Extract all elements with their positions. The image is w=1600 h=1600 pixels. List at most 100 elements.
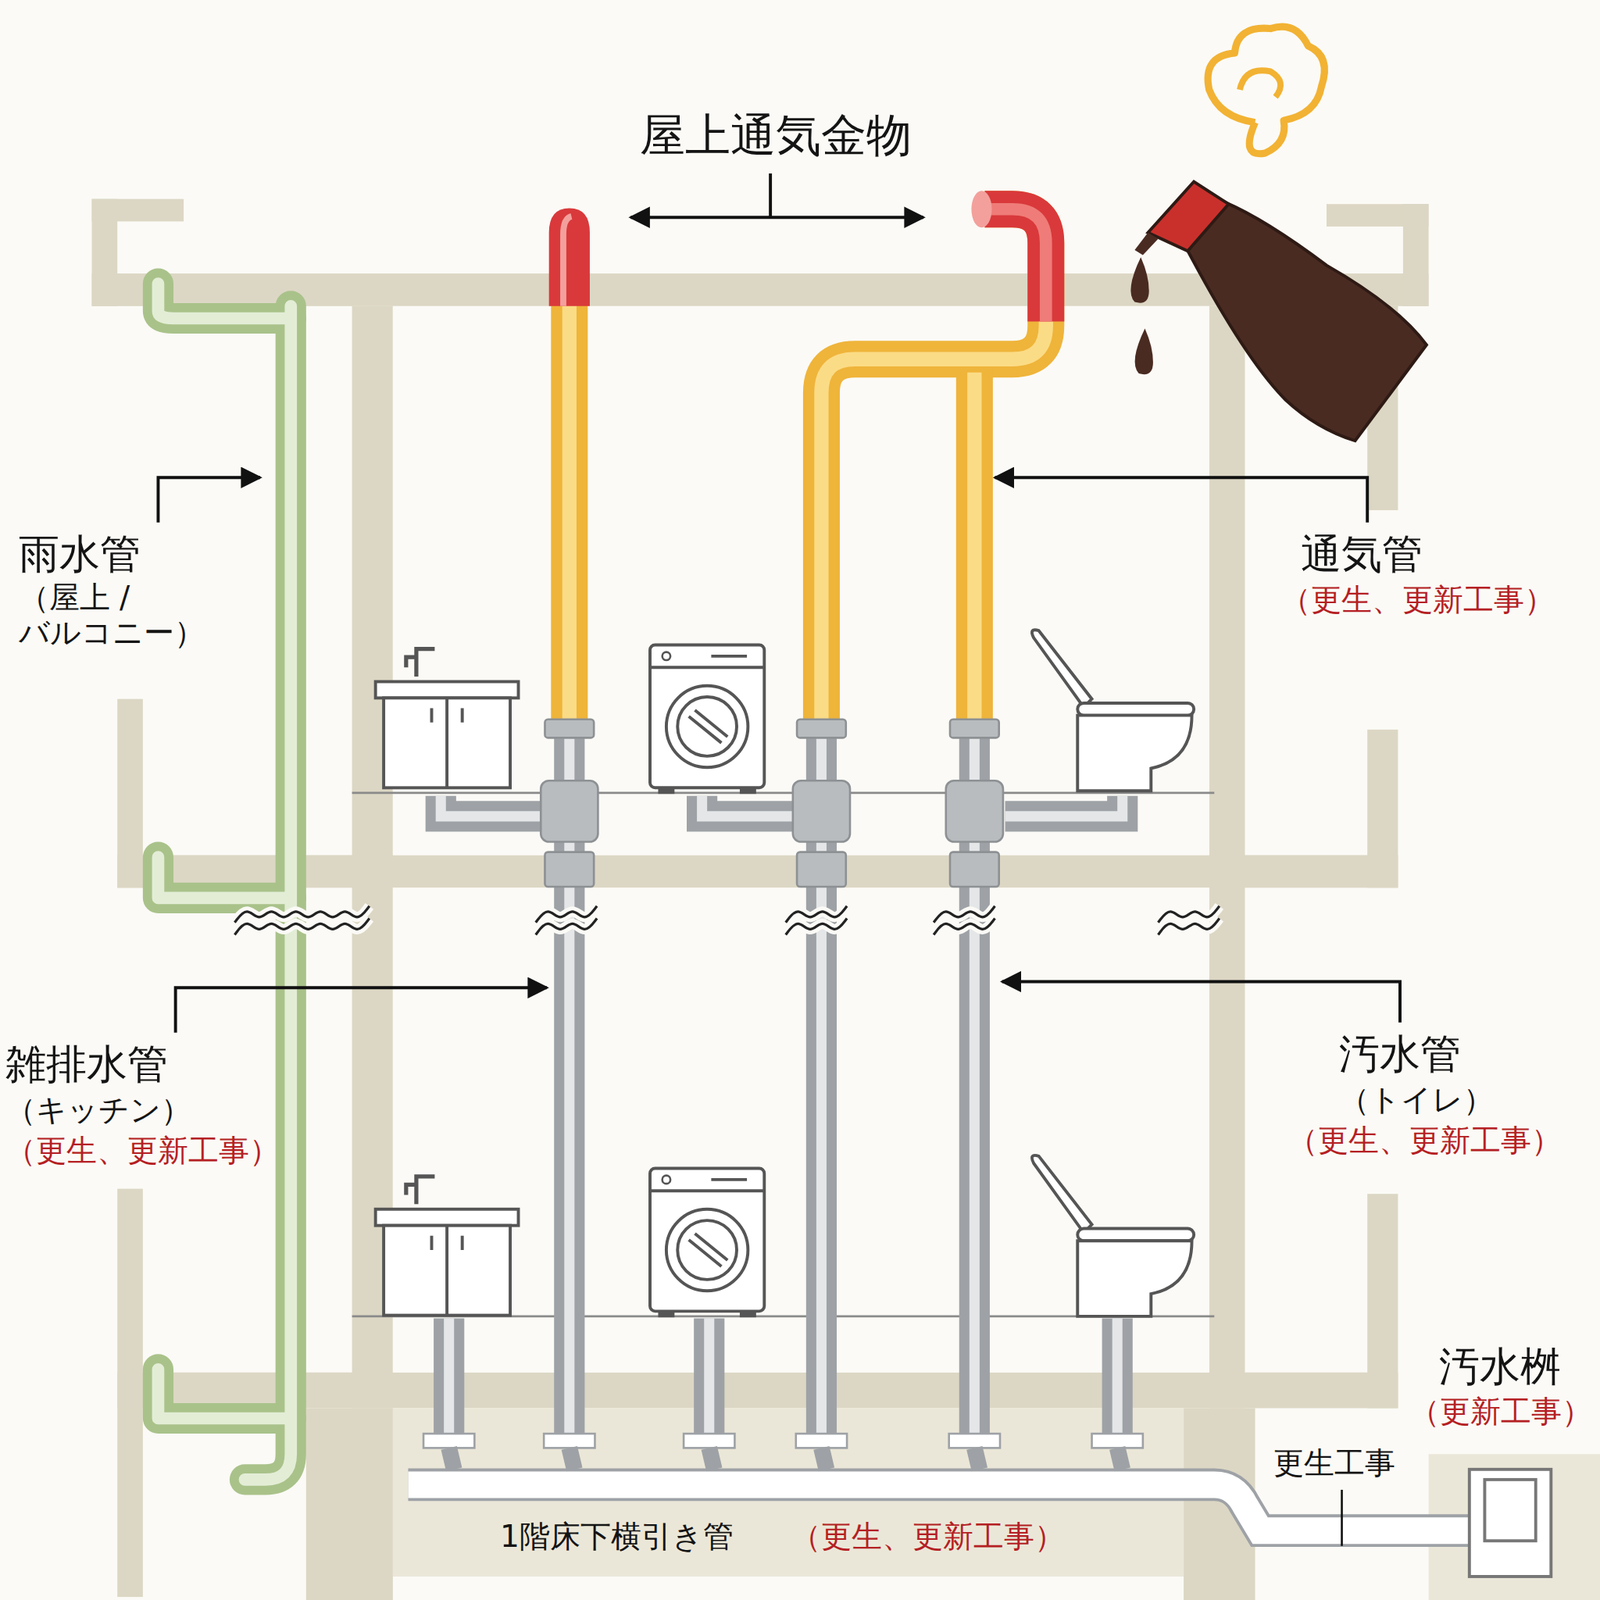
sewage-pit-label: 汚水桝 [1439, 1342, 1561, 1390]
soy-sauce-bottle [1239, 70, 1281, 97]
drain-stacks [796, 719, 847, 739]
break-mark [785, 918, 847, 936]
room-interior [392, 306, 1210, 856]
drain-stacks [703, 1318, 715, 1440]
work-note: （更生、更新工事） [5, 1132, 280, 1168]
vent-pipes [563, 216, 572, 307]
floor-lines [352, 792, 1215, 1317]
break-mark [535, 918, 597, 936]
vent-pipes [821, 209, 1046, 727]
underfloor-pipe [709, 1447, 715, 1469]
drain-stacks [792, 780, 850, 842]
building-structure [1403, 203, 1429, 307]
soy-sauce-bottle [1130, 257, 1149, 304]
drain-stacks [702, 796, 797, 817]
break-marks [234, 906, 1219, 936]
fixtures [650, 1168, 765, 1318]
work-note: （更生、更新工事） [1287, 1122, 1562, 1158]
rain-pipe [157, 1369, 291, 1419]
leader-lines [994, 477, 1368, 522]
soy-sauce-bottle [1130, 26, 1427, 441]
rehab-label: 更生工事 [1273, 1445, 1396, 1481]
drain-stacks [440, 796, 541, 817]
room-interior [392, 887, 1210, 1372]
building-structure [92, 199, 1600, 1600]
drain-stacks [1005, 796, 1123, 817]
vent-pipes [971, 190, 992, 228]
drain-stacks [702, 796, 797, 817]
drain-stacks [1005, 796, 1123, 817]
drain-stacks [540, 719, 1004, 887]
vent-pipes [956, 359, 993, 727]
leader-lines [768, 173, 772, 218]
vent-pipes [569, 209, 1047, 727]
underfloor-pipe [423, 1433, 1143, 1448]
gray-water-note: （キッチン） [5, 1092, 192, 1128]
drain-stacks [433, 1318, 465, 1440]
underfloor-pipe [1484, 1479, 1536, 1541]
fixtures [1032, 1155, 1194, 1317]
vent-pipes [562, 296, 577, 727]
underfloor-pipe [796, 1433, 847, 1448]
drain-stacks [950, 852, 1000, 887]
underfloor-pipe [974, 1447, 980, 1469]
underfloor-pipe [449, 1447, 1123, 1469]
vent-pipes [549, 207, 590, 306]
break-mark [1157, 918, 1219, 936]
drain-stacks [544, 719, 594, 739]
drain-stacks [440, 796, 541, 817]
drain-stacks [440, 719, 1122, 1440]
building-structure [117, 855, 1398, 889]
fixtures [650, 644, 765, 794]
fixtures [1032, 629, 1194, 791]
soy-sauce-bottle [1185, 202, 1427, 442]
drain-stacks [796, 852, 847, 887]
underfloor-pipe [1469, 1469, 1551, 1577]
drain-stacks [440, 719, 1122, 1440]
break-mark [933, 918, 995, 936]
soy-sauce-bottle [1134, 232, 1158, 256]
gray-water-label: 雑排水管 [5, 1040, 168, 1088]
vent-pipes [549, 190, 1047, 727]
soy-sauce-bottle [1207, 26, 1325, 154]
building-structure [117, 1372, 1398, 1409]
rain-pipe [157, 283, 291, 1480]
rain-pipe [157, 1369, 291, 1419]
drain-stacks [544, 852, 594, 887]
underfloor-pipe [543, 1433, 595, 1448]
work-note: （更生、更新工事） [1280, 582, 1555, 618]
vent-pipes [984, 209, 1046, 322]
underfloor-pipe [821, 1447, 827, 1469]
rain-pipe-note: （屋上 / バルコニー） [18, 579, 215, 650]
vent-pipes [550, 296, 588, 727]
underfloor-pipe [949, 1433, 1000, 1448]
leader-lines [157, 477, 261, 522]
underfloor-pipe [1340, 1489, 1343, 1547]
vent-pipes [984, 209, 1046, 322]
break-mark [1157, 918, 1219, 936]
soy-sauce-bottle [1147, 181, 1229, 251]
rain-pipe [157, 283, 291, 318]
sewage-pipe-label: 汚水管 [1339, 1030, 1461, 1078]
underfloor-pipe [569, 1447, 575, 1469]
underfloor-pipe [1117, 1447, 1123, 1469]
building-structure [306, 1407, 393, 1600]
break-mark [234, 918, 369, 936]
fixtures [375, 649, 519, 789]
leader-lines [175, 987, 547, 1033]
leader-lines [157, 173, 1400, 1033]
sewage-pipe-note: （トイレ） [1339, 1082, 1494, 1118]
vent-pipes [569, 209, 1047, 727]
vent-pipes [821, 209, 1046, 727]
underfloor-pipe [683, 1433, 735, 1448]
break-mark [535, 918, 597, 936]
rain-pipe-label: 雨水管 [18, 530, 141, 578]
work-note: （更生、更新工事） [790, 1518, 1065, 1554]
vent-pipe-label: 通気管 [1300, 530, 1423, 578]
rain-pipe [157, 283, 291, 1480]
fixtures [375, 629, 1195, 1318]
underfloor-pipe [449, 1447, 455, 1469]
rain-pipe [157, 283, 291, 318]
